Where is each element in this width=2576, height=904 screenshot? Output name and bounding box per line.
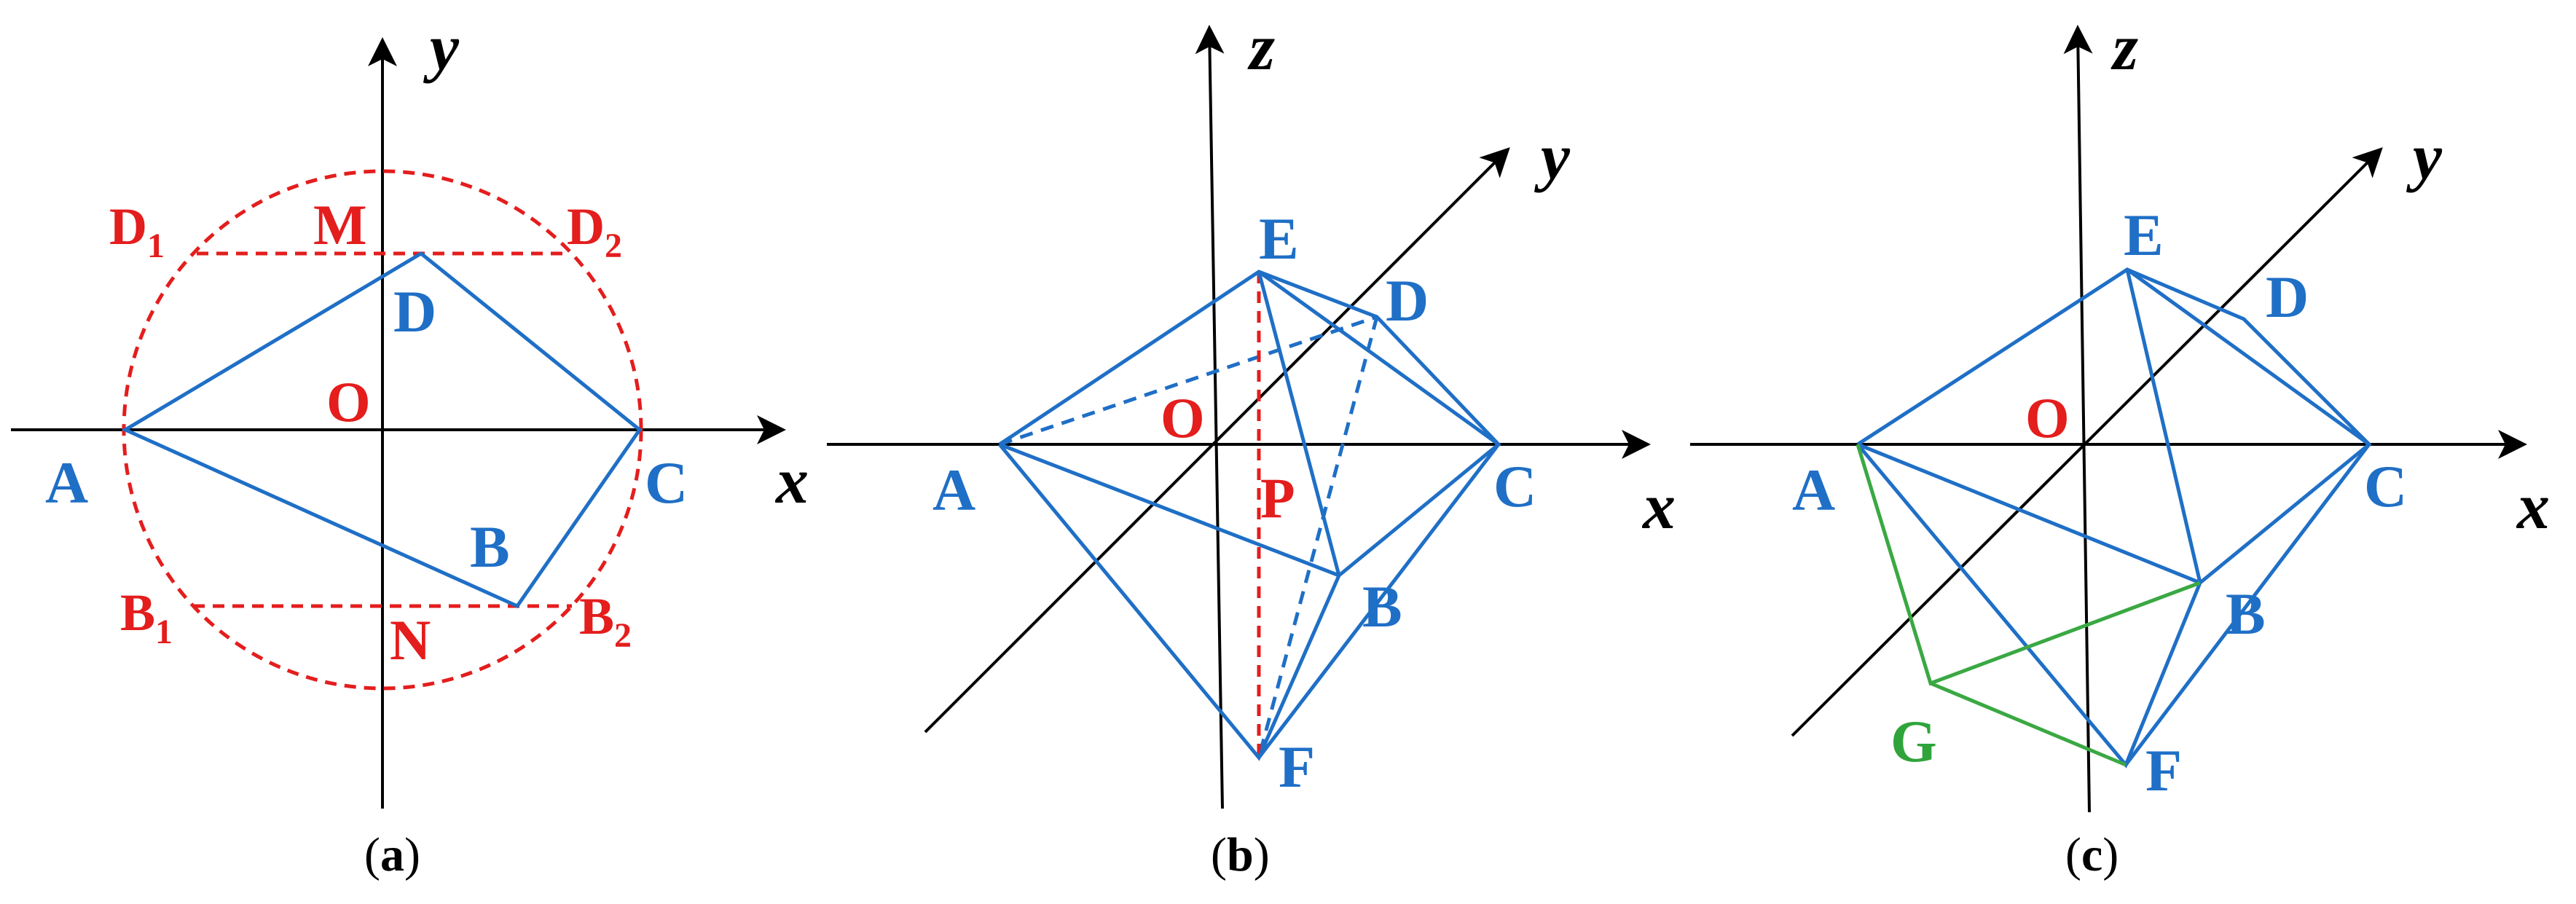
label-point-d2: D2 xyxy=(567,197,622,265)
edge-c-f xyxy=(2124,443,2371,766)
edge-e-c xyxy=(2126,267,2371,447)
label-x-axis: x xyxy=(774,445,809,517)
label-point-c: C xyxy=(2364,453,2407,519)
label-point-b1: B1 xyxy=(120,583,173,651)
panel-a: y x A B C D O M N D1 D2 B1 B2 (a) xyxy=(11,12,809,881)
label-z-axis: z xyxy=(2110,12,2138,84)
label-point-b: B xyxy=(2226,581,2266,647)
label-point-c: C xyxy=(645,449,688,516)
green-edge-g-f xyxy=(1930,681,2127,767)
label-point-b2: B2 xyxy=(579,587,632,655)
caption-c: (c) xyxy=(2065,828,2118,881)
label-x-axis: x xyxy=(1641,471,1676,543)
label-point-b: B xyxy=(470,514,510,580)
edge-d-f xyxy=(1257,316,1379,758)
label-z-axis: z xyxy=(1247,12,1275,84)
label-point-b: B xyxy=(1362,573,1402,640)
edge-e-b xyxy=(2125,269,2202,583)
edge-e-c xyxy=(1257,270,1500,447)
label-x-axis: x xyxy=(2516,471,2550,543)
edge-a-b xyxy=(999,442,1340,578)
panel-c: z y x A B C D E F G O (c) xyxy=(1690,12,2550,881)
label-point-o: O xyxy=(1161,386,1205,449)
label-point-e: E xyxy=(2124,202,2164,268)
label-point-a: A xyxy=(1792,457,1835,523)
label-point-o: O xyxy=(326,370,371,433)
label-point-d: D xyxy=(2266,264,2309,330)
label-point-n: N xyxy=(390,608,431,672)
label-point-d: D xyxy=(1386,267,1429,334)
label-point-m: M xyxy=(313,193,367,256)
z-axis xyxy=(1195,25,1225,809)
edge-a-b xyxy=(1857,442,2201,585)
y-axis xyxy=(924,147,1510,734)
label-y-axis: y xyxy=(423,12,460,84)
label-point-f: F xyxy=(2145,737,2182,803)
quadrilateral-abcd xyxy=(121,251,643,609)
label-y-axis: y xyxy=(2406,121,2443,193)
edges-outline xyxy=(998,270,1501,761)
label-point-d1: D1 xyxy=(109,197,165,265)
label-point-o: O xyxy=(2025,386,2070,449)
edges-outline xyxy=(1856,267,2372,769)
caption-a: (a) xyxy=(364,828,420,881)
label-point-g: G xyxy=(1890,708,1937,774)
label-point-c: C xyxy=(1493,453,1536,519)
edge-c-f xyxy=(1257,443,1500,759)
label-point-p: P xyxy=(1260,466,1295,530)
label-point-f: F xyxy=(1279,734,1315,800)
caption-b: (b) xyxy=(1211,828,1270,881)
y-axis xyxy=(1791,147,2383,737)
panel-b: z y x A B C D E F O P (b) xyxy=(827,12,1676,881)
label-point-e: E xyxy=(1259,205,1299,272)
label-point-d: D xyxy=(393,278,436,345)
label-point-a: A xyxy=(932,457,975,523)
edge-e-b xyxy=(1257,271,1341,576)
edge-a-d xyxy=(999,315,1378,447)
z-axis xyxy=(2063,25,2093,813)
label-y-axis: y xyxy=(1534,121,1571,193)
label-point-a: A xyxy=(45,449,88,516)
